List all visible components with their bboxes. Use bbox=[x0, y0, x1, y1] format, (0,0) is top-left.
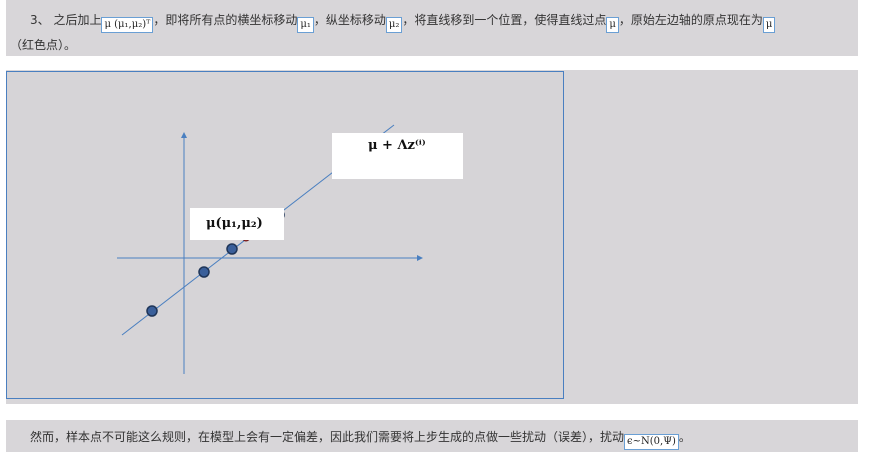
formula-mu-a: μ bbox=[606, 17, 619, 33]
sample-point bbox=[226, 243, 238, 255]
x-axis-arrow bbox=[417, 255, 423, 261]
y-axis-arrow bbox=[181, 132, 187, 138]
paragraph-2-text: 然而，样本点不可能这么规则，在模型上会有一定偏差，因此我们需要将上步生成的点做一… bbox=[30, 430, 625, 444]
paragraph-1-mid-3: ，将直线移到一个位置，使得直线过点 bbox=[402, 13, 607, 27]
sample-point bbox=[146, 305, 158, 317]
formula-mu-b: μ bbox=[762, 17, 776, 33]
formula-noise: ϵ~N(0,Ψ) bbox=[624, 434, 679, 450]
paragraph-1-mid-2: ，纵坐标移动 bbox=[313, 13, 386, 27]
paragraph-1-line-2: （红色点）。 bbox=[10, 38, 77, 52]
formula-mu-vector: μ (μ₁,μ₂)ᵀ bbox=[101, 17, 154, 33]
projection-label: μ + Λz⁽ⁱ⁾ bbox=[332, 133, 463, 179]
figure-diagram bbox=[117, 124, 423, 374]
formula-mu2: μ₂ bbox=[385, 17, 403, 33]
formula-mu1: μ₁ bbox=[297, 17, 314, 33]
paragraph-2: 然而，样本点不可能这么规则，在模型上会有一定偏差，因此我们需要将上步生成的点做一… bbox=[30, 428, 691, 450]
mean-label: μ(μ₁,μ₂) bbox=[190, 208, 284, 240]
paragraph-1-mid-4: ，原始左边轴的原点现在为 bbox=[618, 13, 763, 27]
paragraph-2-end: 。 bbox=[678, 430, 691, 444]
figure-panel: μ(μ₁,μ₂) μ + Λz⁽ⁱ⁾ bbox=[6, 71, 564, 399]
paragraph-1-mid-1: ，即将所有点的横坐标移动 bbox=[153, 13, 298, 27]
paragraph-band-bottom bbox=[6, 420, 858, 452]
sample-point bbox=[198, 266, 210, 278]
paragraph-1-prefix: 3、 之后加上 bbox=[30, 13, 102, 27]
